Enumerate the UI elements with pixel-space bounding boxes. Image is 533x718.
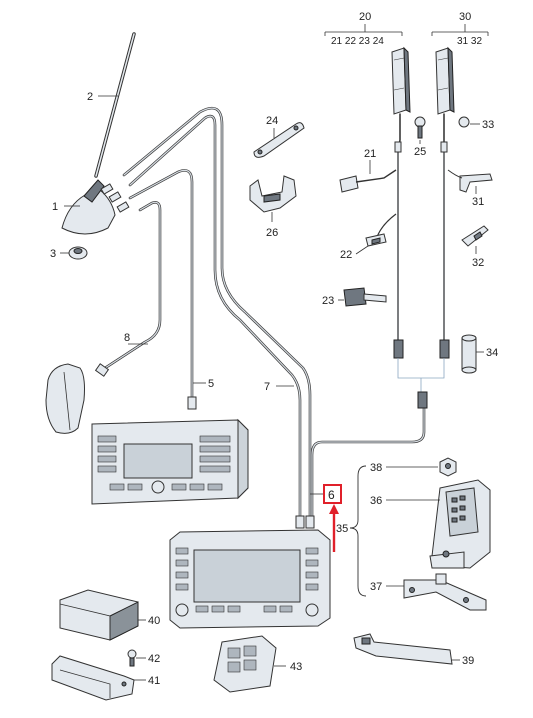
label-32: 32 — [472, 257, 484, 269]
label-42: 42 — [148, 653, 160, 665]
screw-42 — [127, 649, 146, 667]
antenna-rod — [94, 32, 136, 178]
base-plate-37 — [386, 573, 487, 611]
nut-38 — [386, 457, 457, 477]
label-1: 1 — [52, 201, 58, 213]
connector-5 — [187, 396, 197, 410]
label-41: 41 — [148, 675, 160, 687]
cable-tie-22 — [355, 213, 397, 255]
strip-39 — [353, 633, 460, 665]
label-40: 40 — [148, 615, 160, 627]
connector-8 — [94, 363, 110, 377]
red-arrow-icon — [329, 504, 339, 514]
label-20-sub: 21 22 23 24 — [331, 36, 384, 47]
label-36: 36 — [370, 495, 382, 507]
antenna-module-30 — [435, 46, 455, 359]
label-35: 35 — [336, 523, 348, 535]
label-26: 26 — [266, 227, 278, 239]
label-22: 22 — [340, 249, 352, 261]
bracket-41 — [51, 655, 146, 701]
control-box-40 — [59, 589, 146, 641]
connector-7 — [295, 515, 305, 529]
label-3: 3 — [50, 248, 56, 260]
holder-36 — [386, 479, 491, 569]
label-31: 31 — [472, 196, 484, 208]
label-5: 5 — [208, 378, 214, 390]
label-39: 39 — [462, 655, 474, 667]
label-38: 38 — [370, 462, 382, 474]
brace-35 — [349, 465, 367, 597]
nut — [60, 246, 88, 260]
holder-26 — [249, 175, 297, 222]
cable-bundle — [100, 106, 426, 520]
bracket-24 — [253, 122, 305, 158]
label-21: 21 — [364, 148, 376, 160]
label-30-sub: 31 32 — [457, 36, 482, 47]
antenna-base — [61, 179, 130, 235]
clip-23 — [338, 287, 387, 307]
label-20: 20 — [359, 11, 371, 23]
label-2: 2 — [87, 91, 93, 103]
radio-unit — [91, 418, 249, 505]
label-25: 25 — [414, 146, 426, 158]
highlight-6: 6 — [310, 484, 342, 552]
antenna-cover — [45, 363, 85, 434]
label-24: 24 — [266, 115, 278, 127]
control-panel-43 — [213, 635, 286, 693]
label-37: 37 — [370, 581, 382, 593]
label-30: 30 — [459, 11, 471, 23]
label-23: 23 — [322, 295, 334, 307]
navigation-unit — [169, 529, 331, 629]
clip-31 — [447, 169, 493, 194]
label-34: 34 — [486, 347, 498, 359]
screw-33 — [458, 116, 480, 128]
label-33: 33 — [482, 119, 494, 131]
label-6: 6 — [328, 488, 335, 502]
label-7: 7 — [264, 381, 270, 393]
clip-32 — [461, 225, 489, 254]
label-43: 43 — [290, 661, 302, 673]
antenna-module-20 — [391, 46, 411, 359]
connector-30 — [417, 391, 428, 409]
label-8: 8 — [124, 332, 130, 344]
connector-6 — [305, 515, 315, 529]
screw-25 — [414, 116, 426, 144]
sleeve-34 — [461, 334, 484, 374]
cable-21 — [339, 160, 397, 193]
